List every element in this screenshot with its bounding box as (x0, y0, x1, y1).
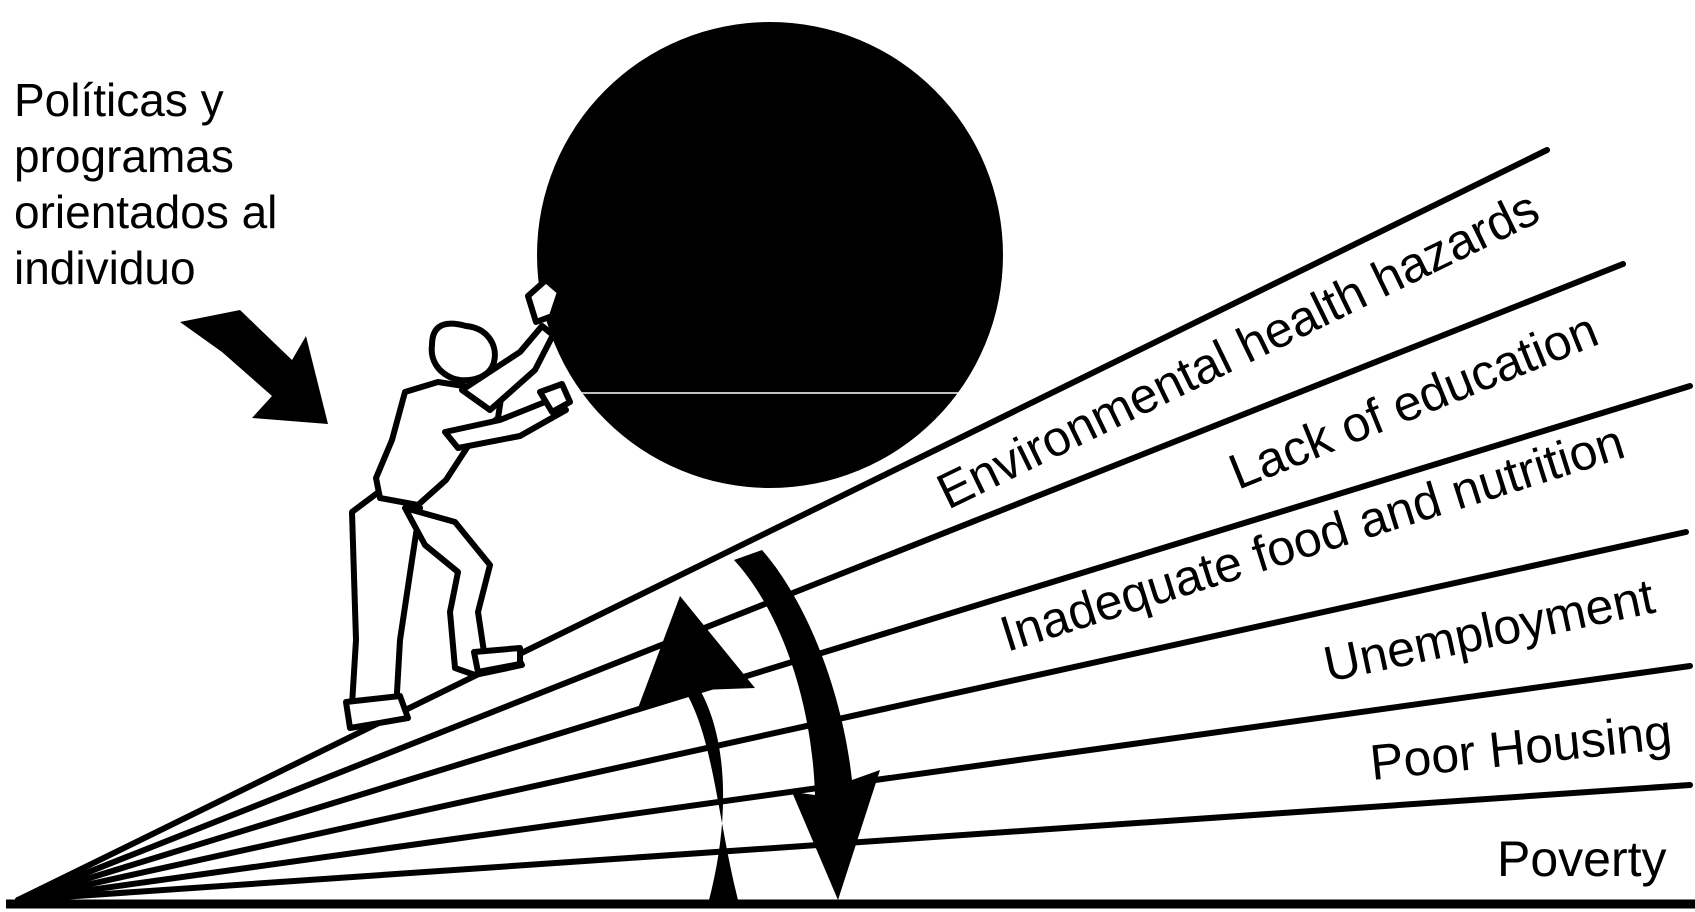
label-unemployment: Unemployment (1319, 568, 1660, 693)
boulder-icon (537, 22, 1003, 488)
label-poverty: Poverty (1497, 831, 1667, 887)
pushing-person-icon (346, 280, 570, 728)
down-right-arrow-icon (180, 310, 328, 424)
label-poor-housing: Poor Housing (1367, 704, 1674, 791)
